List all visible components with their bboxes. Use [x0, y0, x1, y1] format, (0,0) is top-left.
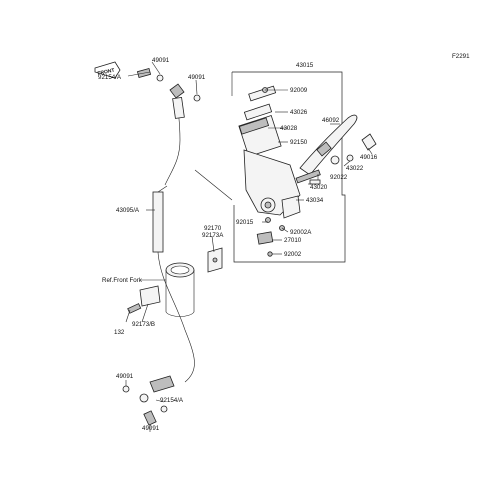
spring	[309, 179, 321, 185]
clamp-bolt	[212, 257, 218, 263]
front-marker-text: FRONT	[97, 68, 115, 77]
banjo-fitting-bottom	[149, 375, 175, 393]
washer-bottom-2	[160, 405, 168, 413]
lever-boot	[361, 133, 377, 151]
bolt-92015	[265, 217, 271, 223]
banjo-bolt-bottom	[143, 410, 157, 426]
washer-top-1	[156, 74, 164, 82]
banjo-fitting-top	[169, 83, 185, 99]
diaphragm	[238, 117, 270, 135]
label-92154A-top: 92154/A	[98, 74, 122, 81]
assembly-outline	[232, 71, 346, 263]
label-ref-front-fork: Ref.Front Fork	[102, 277, 143, 284]
label-46092: 46092	[322, 117, 340, 124]
figure-code: F2291	[452, 53, 470, 60]
washer-bottom-1	[122, 385, 130, 393]
lever-bracket	[316, 141, 332, 157]
label-27010: 27010	[284, 237, 302, 244]
label-92173A: 92173A	[202, 232, 224, 239]
label-92173B: 92173/B	[132, 321, 155, 328]
label-132: 132	[114, 329, 125, 336]
label-92002A: 92002A	[290, 229, 312, 236]
clamp	[281, 195, 301, 219]
label-43022: 43022	[346, 165, 364, 172]
washer-top-2	[193, 94, 201, 102]
front-fork	[165, 262, 195, 317]
hose-sleeve-top	[172, 96, 185, 119]
label-43026: 43026	[290, 109, 308, 116]
label-49016: 49016	[360, 154, 378, 161]
hose-protector	[152, 191, 164, 253]
hose-clamp-92173B	[139, 285, 161, 307]
bolt-132	[127, 303, 142, 314]
label-92150: 92150	[290, 139, 308, 146]
leader-lines	[125, 61, 373, 432]
diaphragm-plate	[243, 103, 273, 121]
label-49091-bot2: 49091	[142, 425, 160, 432]
front-marker: FRONT	[94, 61, 121, 79]
label-49091-top2: 49091	[188, 74, 206, 81]
label-43028: 43028	[280, 125, 298, 132]
switch-screw	[267, 251, 273, 257]
label-92022: 92022	[330, 174, 348, 181]
label-92170: 92170	[204, 225, 222, 232]
banjo-bottom	[139, 393, 149, 403]
hose-connector	[157, 185, 168, 193]
label-49091-bot1: 49091	[116, 373, 134, 380]
reservoir-cap	[248, 85, 277, 102]
label-43015: 43015	[296, 62, 314, 69]
piston-assy	[295, 169, 321, 184]
brake-hose-lower	[157, 251, 195, 383]
pivot-bolt	[330, 155, 340, 165]
circlip	[346, 154, 354, 162]
label-92154A-bot: 92154/A	[160, 397, 184, 404]
label-49091-top1: 49091	[152, 57, 170, 64]
label-92002: 92002	[284, 251, 302, 258]
label-43095A: 43095/A	[116, 207, 140, 214]
brake-switch	[256, 231, 274, 245]
label-43020: 43020	[310, 184, 328, 191]
label-92009: 92009	[290, 87, 308, 94]
label-43034: 43034	[306, 197, 324, 204]
label-92015: 92015	[236, 219, 254, 226]
